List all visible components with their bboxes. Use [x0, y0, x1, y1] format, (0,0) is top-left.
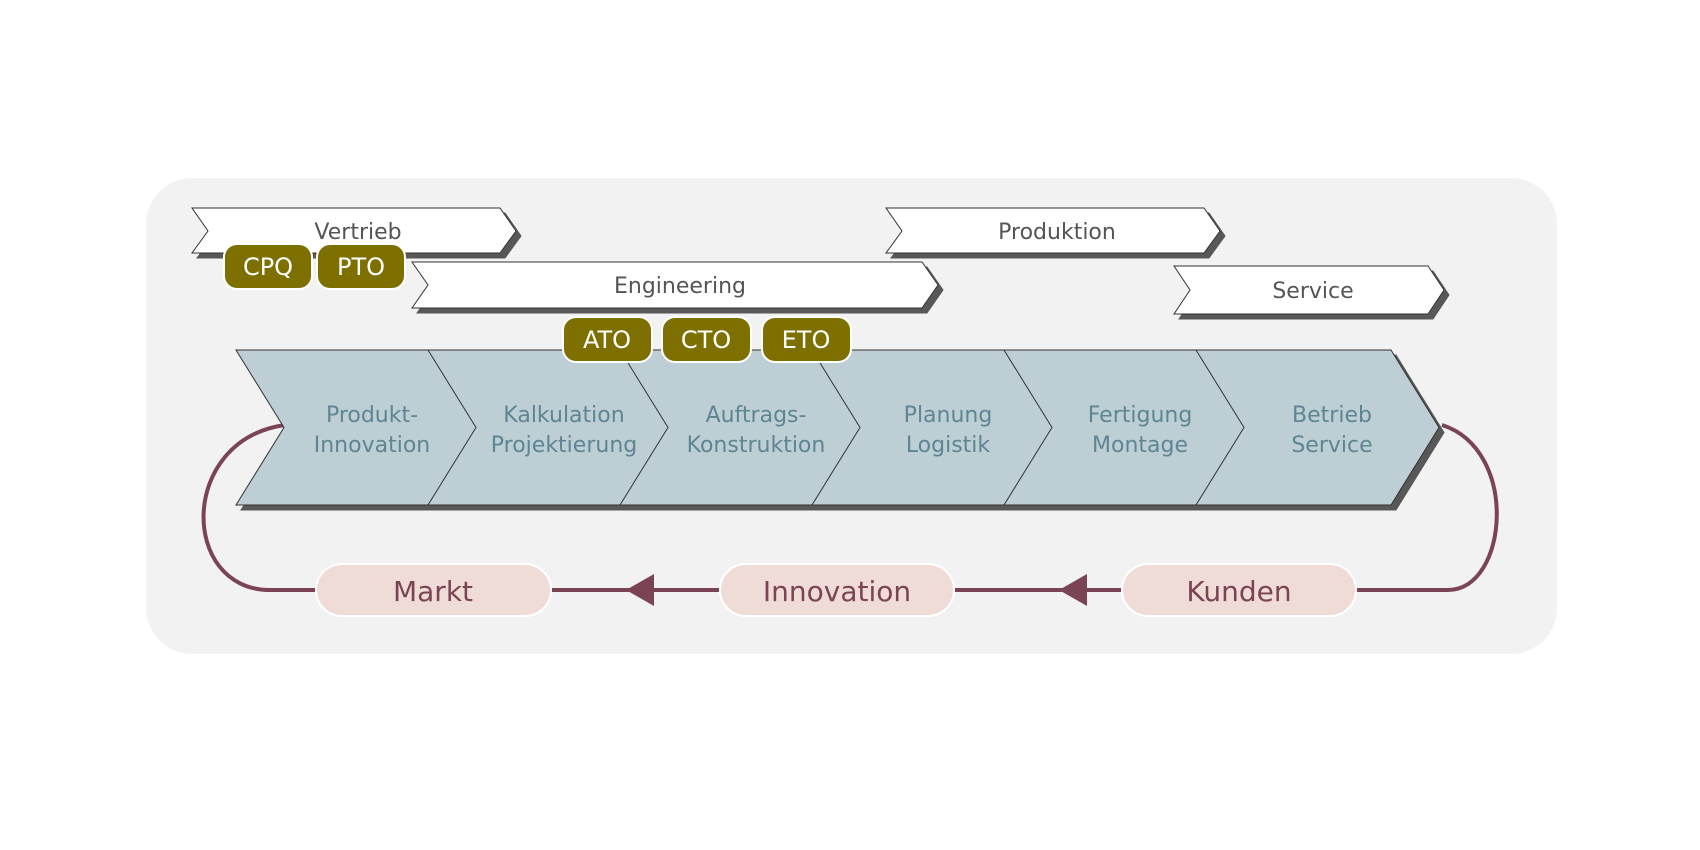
chevron-label-kalkulation-projektierung: Projektierung [491, 433, 637, 458]
badge-label: CPQ [243, 253, 293, 281]
badge-cto: CTO [661, 316, 752, 363]
dept-service: Service [1173, 265, 1445, 315]
badge-label: PTO [337, 253, 385, 281]
pill-label: Innovation [763, 575, 911, 608]
badge-cpq: CPQ [223, 243, 313, 290]
pill-shape [719, 563, 955, 617]
chevron-label-fertigung-montage: Fertigung [1088, 403, 1193, 428]
chevron-label-kalkulation-projektierung: Kalkulation [503, 403, 624, 428]
dept-vertrieb: Vertrieb [191, 207, 517, 254]
badge-eto: ETO [761, 316, 852, 363]
dept-arrow-shape [1173, 265, 1445, 315]
badge-ato: ATO [562, 316, 653, 363]
loop-pill-kunden: Kunden [1121, 563, 1357, 617]
dept-label: Engineering [614, 274, 746, 299]
dept-label: Produktion [998, 220, 1116, 245]
pill-shape [1121, 563, 1357, 617]
loop-pill-markt: Markt [315, 563, 552, 617]
dept-label: Service [1272, 279, 1353, 304]
badge-label: ETO [782, 326, 831, 354]
badge-label: CTO [681, 326, 731, 354]
badge-shape [316, 243, 406, 290]
dept-arrow-shape [191, 207, 517, 254]
badge-shape [761, 316, 852, 363]
pill-label: Kunden [1186, 575, 1291, 608]
dept-produktion: Produktion [885, 207, 1221, 254]
process-chevron-row [235, 349, 1440, 506]
loop-pill-innovation: Innovation [719, 563, 955, 617]
chevron-label-betrieb-service: Service [1291, 433, 1372, 458]
arrow-head-icon [626, 574, 654, 606]
dept-arrow-shape [885, 207, 1221, 254]
dept-arrow-shape [411, 261, 939, 309]
chevron-label-auftrags-konstruktion: Konstruktion [687, 433, 826, 458]
badge-pto: PTO [316, 243, 406, 290]
badge-shape [223, 243, 313, 290]
pill-label: Markt [393, 575, 473, 608]
dept-engineering: Engineering [411, 261, 939, 309]
badge-shape [661, 316, 752, 363]
dept-label: Vertrieb [314, 220, 401, 245]
chevron-label-planung-logistik: Planung [904, 403, 993, 428]
chevron-label-betrieb-service: Betrieb [1292, 403, 1372, 428]
chevron-label-fertigung-montage: Montage [1092, 433, 1188, 458]
badge-label: ATO [583, 326, 631, 354]
chevron-label-auftrags-konstruktion: Auftrags- [706, 403, 807, 428]
pill-shape [315, 563, 552, 617]
chevron-label-produkt-innovation: Produkt- [326, 403, 418, 428]
chevron-label-produkt-innovation: Innovation [314, 433, 430, 458]
chevron-label-planung-logistik: Logistik [906, 433, 991, 458]
feedback-loop-line [201, 423, 1499, 592]
arrow-head-icon [1059, 574, 1087, 606]
process-chevron-labels: Produkt- Innovation KalkulationProjektieru… [314, 403, 1373, 458]
chevron-betrieb-service [1195, 349, 1440, 506]
badge-shape [562, 316, 653, 363]
